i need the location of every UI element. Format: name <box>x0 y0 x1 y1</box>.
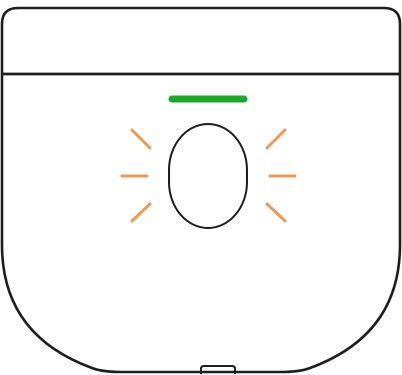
setup-button <box>169 124 247 228</box>
